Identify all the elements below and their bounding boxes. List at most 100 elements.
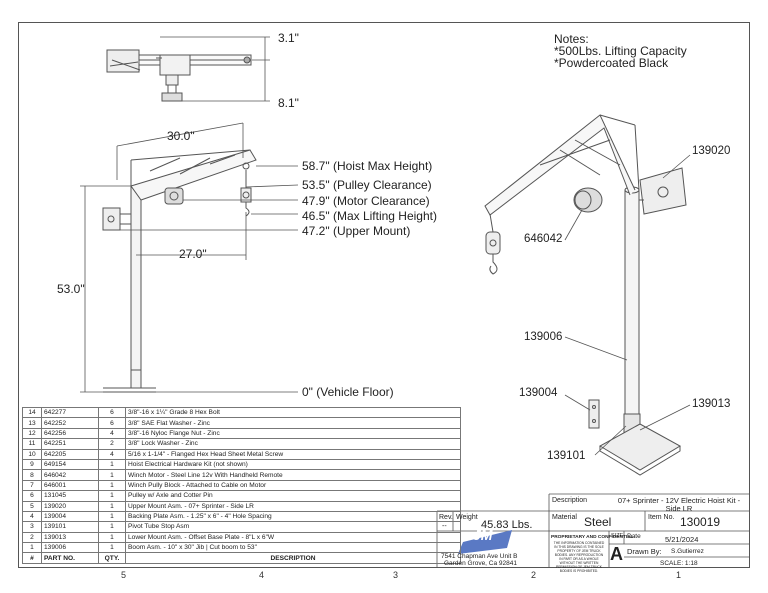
bom-item: 12 bbox=[22, 427, 42, 440]
date-value: 5/21/2024 bbox=[665, 535, 699, 544]
proprietary-title: PROPRIETARY AND CONFIDENTIAL bbox=[551, 535, 634, 540]
bom-qty: 1 bbox=[98, 531, 126, 544]
bom-item: 4 bbox=[22, 510, 42, 523]
zone-marker: 2 bbox=[531, 570, 537, 580]
callout-139101: 139101 bbox=[547, 450, 586, 462]
address-line-1: 7541 Chapman Ave Unit B bbox=[441, 553, 518, 560]
date-label: Date bbox=[627, 533, 641, 540]
note-line: *Powdercoated Black bbox=[554, 56, 669, 70]
bom-qty: 2 bbox=[98, 438, 126, 450]
callout-139004: 139004 bbox=[519, 387, 558, 399]
bom-item: 10 bbox=[22, 448, 42, 460]
top-view bbox=[106, 36, 270, 102]
zone-marker: 4 bbox=[259, 570, 265, 580]
rev-value: -- bbox=[442, 523, 447, 530]
item-number-value: 130019 bbox=[680, 515, 721, 529]
size-value: A bbox=[610, 544, 623, 564]
elev-upper-mount: 47.2" (Upper Mount) bbox=[302, 224, 411, 238]
bom-item: 13 bbox=[22, 417, 42, 429]
bom-qty: 4 bbox=[98, 448, 126, 460]
dim-jib-reach: 27.0" bbox=[179, 247, 207, 261]
weight-value: 45.83 Lbs. bbox=[481, 519, 533, 531]
bom-qty: 1 bbox=[98, 542, 126, 554]
bom-part: 642252 bbox=[41, 417, 99, 429]
bom-item: 9 bbox=[22, 458, 42, 471]
scale-value: SCALE: 1:18 bbox=[660, 560, 698, 567]
bom-desc: Lower Mount Asm. - Offset Base Plate - 8… bbox=[125, 531, 461, 544]
callout-139013: 139013 bbox=[692, 398, 731, 410]
drawn-by-label: Drawn By: bbox=[627, 547, 662, 556]
bom-part: 646001 bbox=[41, 479, 99, 492]
bom-item: 14 bbox=[22, 406, 42, 419]
dim-column-height: 53.0" bbox=[57, 282, 85, 296]
bom-qty: 1 bbox=[98, 458, 126, 471]
bom-part: 649154 bbox=[41, 458, 99, 471]
bom-part: 642205 bbox=[41, 448, 99, 460]
bom-part: 646042 bbox=[41, 469, 99, 481]
notes-title: Notes: bbox=[554, 32, 589, 46]
bom-part: 642256 bbox=[41, 427, 99, 440]
bom-qty: 1 bbox=[98, 469, 126, 481]
callout-139020: 139020 bbox=[692, 145, 731, 157]
weight-label: Weight bbox=[456, 514, 478, 521]
dim-top-view-lower: 8.1" bbox=[278, 96, 299, 110]
rev-label: Rev. bbox=[439, 514, 453, 521]
bom-desc: 3/8" SAE Flat Washer - Zinc bbox=[125, 417, 461, 429]
description-label: Description bbox=[552, 497, 588, 504]
bom-desc: Winch Motor - Steel Line 12v With Handhe… bbox=[125, 469, 461, 481]
bom-desc: Pivot Tube Stop Asm bbox=[125, 521, 461, 533]
bom-qty: 6 bbox=[98, 406, 126, 419]
company-logo-text: JM bbox=[473, 527, 493, 543]
bom-desc: 3/8"-16 x 1¼" Grade 8 Hex Bolt bbox=[125, 406, 461, 419]
bom-item: 7 bbox=[22, 479, 42, 492]
description-value: 07+ Sprinter - 12V Electric Hoist Kit - … bbox=[617, 496, 741, 513]
bom-desc: 5/16 x 1-1/4" - Flanged Hex Head Sheet M… bbox=[125, 448, 461, 460]
bom-item: 6 bbox=[22, 490, 42, 502]
bom-header-desc: DESCRIPTION bbox=[125, 552, 461, 564]
bom-desc: 3/8" Lock Washer - Zinc bbox=[125, 438, 461, 450]
size-label: SIZE bbox=[611, 533, 624, 539]
bom-qty: 1 bbox=[98, 490, 126, 502]
drawn-by-value: S.Gutierrez bbox=[671, 548, 704, 555]
bom-item: 3 bbox=[22, 521, 42, 533]
bom-desc: Upper Mount Asm. - 07+ Sprinter - Side L… bbox=[125, 500, 461, 512]
elev-motor-clearance: 47.9" (Motor Clearance) bbox=[302, 194, 430, 208]
bom-part: 139101 bbox=[41, 521, 99, 533]
title-block-grid bbox=[436, 493, 750, 568]
company-logo bbox=[458, 530, 512, 554]
bom-qty: 1 bbox=[98, 479, 126, 492]
isometric-view bbox=[484, 114, 691, 476]
bom-part: 642251 bbox=[41, 438, 99, 450]
zone-marker: 5 bbox=[121, 570, 127, 580]
callout-139006: 139006 bbox=[524, 331, 563, 343]
bom-desc: Hoist Electrical Hardware Kit (not shown… bbox=[125, 458, 461, 471]
bom-qty: 1 bbox=[98, 510, 126, 523]
bom-part: 131045 bbox=[41, 490, 99, 502]
bom-item: 11 bbox=[22, 438, 42, 450]
bom-part: 139004 bbox=[41, 510, 99, 523]
drawing-border bbox=[18, 22, 750, 568]
address-line-2: Garden Grove, Ca 92841 bbox=[444, 560, 517, 567]
bom-qty: 1 bbox=[98, 521, 126, 533]
bom-desc: Winch Pully Block - Attached to Cable on… bbox=[125, 479, 461, 492]
callout-646042: 646042 bbox=[524, 233, 563, 245]
bom-qty: 1 bbox=[98, 500, 126, 512]
note-line: *500Lbs. Lifting Capacity bbox=[554, 44, 687, 58]
elev-hoist-max: 58.7" (Hoist Max Height) bbox=[302, 159, 433, 173]
bom-header-qty: QTY. bbox=[98, 552, 126, 564]
bom-part: 642277 bbox=[41, 406, 99, 419]
